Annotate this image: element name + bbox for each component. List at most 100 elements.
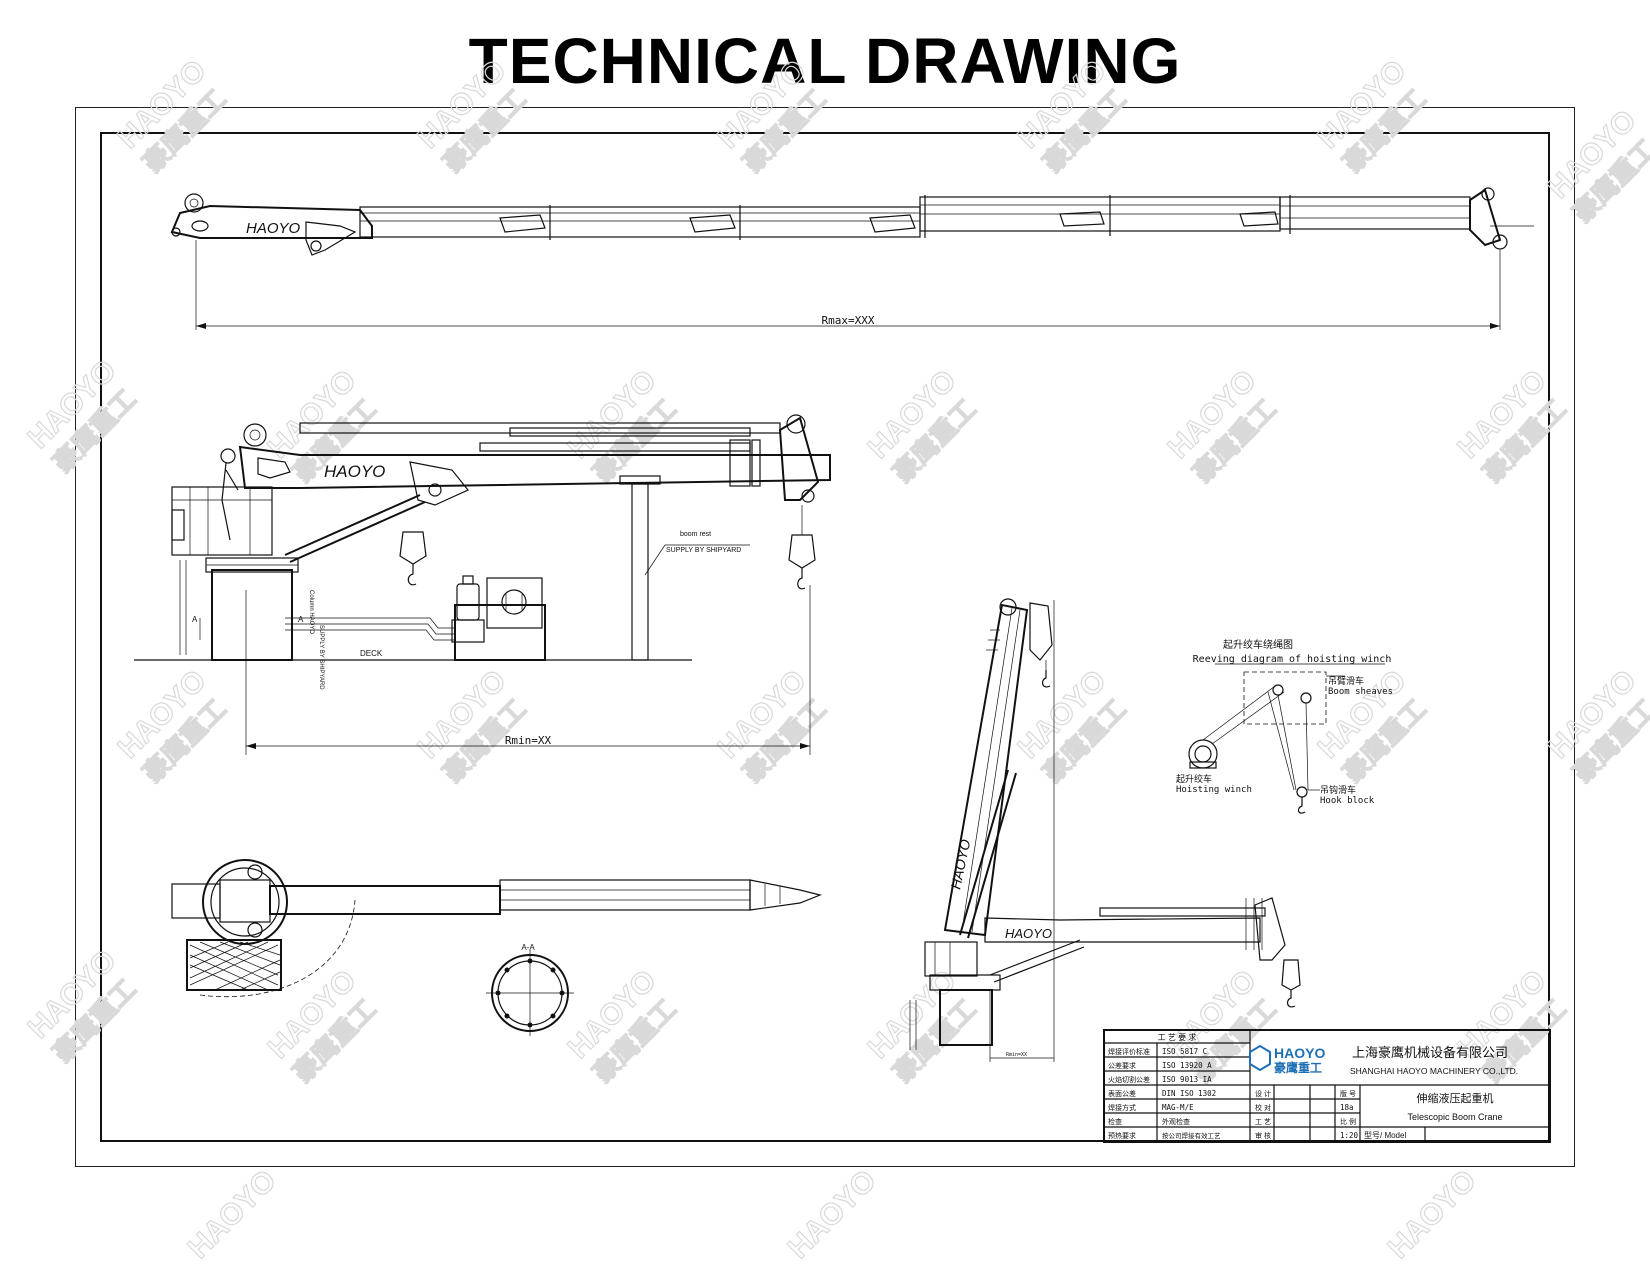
tb-row-value: 按公司焊接有效工艺 (1162, 1131, 1221, 1140)
reeving-title-en: Reeving diagram of hoisting winch (1193, 654, 1392, 665)
rmin-label: Rmin=XX (505, 734, 552, 747)
section-label: A-A (521, 943, 535, 952)
deck-label: DECK (360, 649, 383, 658)
requirements-header: 工 艺 要 求 (1158, 1032, 1197, 1042)
tb-row-label: 预热要求 (1108, 1131, 1136, 1140)
stowed-boom-outline (984, 917, 1261, 943)
pedestal-column (211, 569, 293, 661)
section-a-a-view: A-A (486, 943, 574, 1036)
boom-section-2 (359, 206, 921, 238)
watermark-brand: HAOYO (182, 1164, 283, 1265)
tb-meta-label: 版 号 (1340, 1089, 1356, 1098)
boom-brand-label: HAOYO (324, 462, 385, 481)
tb-sign-label: 设 计 (1255, 1089, 1271, 1098)
raised-rmin-label: Rmin=XX (1006, 1052, 1027, 1058)
boom-section-4 (1279, 196, 1471, 230)
tb-row-label: 表面公差 (1108, 1089, 1136, 1098)
hydraulic-pipe (285, 617, 455, 629)
boom-sheaves-box (1243, 671, 1327, 725)
tb-row-label: 公差要求 (1108, 1061, 1136, 1070)
title-block: 工 艺 要 求 焊接评价标准 ISO 5817 C 公差要求 ISO 13920… (1103, 1029, 1551, 1143)
boom-rest-post (631, 483, 649, 661)
operator-figure (220, 448, 236, 464)
section-mark: A (298, 615, 304, 624)
hook-icon (1297, 797, 1306, 814)
boom-brand-label: HAOYO (246, 220, 301, 237)
boom-base-section (170, 204, 373, 239)
outer-frame (75, 107, 1575, 1167)
top-boom-tip (749, 879, 822, 911)
hook-icon (797, 568, 806, 590)
tb-row-label: 焊接方式 (1108, 1103, 1136, 1112)
column-note: SUPPLY BY SHIPYARD (318, 625, 324, 690)
hoisting-winch-cn: 起升绞车 (1176, 773, 1212, 784)
top-boom-base (269, 885, 501, 915)
tb-row-value: ISO 13920 A (1162, 1061, 1212, 1070)
reeving-title-cn: 起升绞车绕绳图 (1223, 638, 1293, 651)
watermark-brand: HAOYO (782, 1164, 883, 1265)
boom-rest-title: boom rest (680, 531, 711, 538)
tb-row-label: 焊接评价标准 (1108, 1047, 1150, 1056)
tb-row-value: 外观检查 (1162, 1117, 1190, 1126)
product-name-en: Telescopic Boom Crane (1407, 1112, 1502, 1122)
winch-drum (184, 193, 204, 213)
electric-motor (456, 583, 480, 621)
title-block-frame (1103, 1029, 1551, 1143)
rmax-label: Rmax=XXX (822, 314, 875, 327)
hook-icon (407, 564, 417, 586)
boom-sheave-icon (1300, 692, 1312, 704)
boom-head (778, 416, 820, 501)
boom-rest-note: SUPPLY BY SHIPYARD (666, 547, 741, 554)
company-name-en: SHANGHAI HAOYO MACHINERY CO.,LTD. (1350, 1066, 1518, 1076)
raised-boom (943, 603, 1029, 937)
logo-en: HAOYO (1274, 1045, 1325, 1061)
tb-row-label: 火焰切割公差 (1108, 1075, 1150, 1084)
boom-head (1254, 897, 1286, 961)
head-sheave (786, 414, 806, 434)
column-note: Column HAOYO (308, 590, 314, 634)
hook-icon (1041, 670, 1051, 688)
luffing-bracket (305, 221, 357, 256)
hook-block-icon (1296, 786, 1308, 798)
boom-sheaves-en: Boom sheaves (1328, 687, 1393, 697)
top-view (171, 859, 822, 998)
model-label: 型号/ Model (1364, 1131, 1406, 1140)
extended-boom-view: HAOYO Rmax=XXX (170, 187, 1534, 330)
hook-block-cn: 吊钩滑车 (1320, 784, 1356, 795)
tb-row-value: MAG-M/E (1162, 1103, 1194, 1112)
main-boom (238, 445, 831, 489)
luffing-cylinder (284, 494, 421, 556)
product-name-cn: 伸缩液压起重机 (1417, 1091, 1494, 1105)
operator-cabin (186, 939, 282, 991)
tb-meta-value: 18a (1340, 1103, 1354, 1112)
tb-meta-label: 比 例 (1340, 1117, 1356, 1126)
slew-radius-arc (199, 899, 356, 998)
luffing-bracket (409, 461, 469, 506)
winch-drum (243, 423, 267, 447)
page-title: TECHNICAL DRAWING (468, 25, 1182, 97)
operator-platform (924, 941, 978, 977)
tb-meta-value: 1:20 (1340, 1131, 1359, 1140)
top-boom-sections (499, 879, 751, 911)
drawing-border (100, 132, 1550, 1142)
side-stowed-view: DECK HAOYO (134, 414, 831, 755)
tb-row-value: DIN ISO 1302 (1162, 1089, 1216, 1098)
power-pack-frame (454, 604, 546, 661)
slewing-bearing (202, 859, 288, 945)
watermark-brand: HAOYO (1382, 1164, 1483, 1265)
hook-block-en: Hook block (1320, 796, 1375, 806)
logo-cn: 豪鹰重工 (1274, 1060, 1322, 1075)
tb-sign-label: 校 对 (1255, 1103, 1271, 1112)
hoisting-winch-icon (1188, 739, 1218, 769)
oil-tank (486, 577, 543, 629)
tb-row-value: ISO 5817 C (1162, 1047, 1207, 1056)
hook-block-spare (399, 531, 427, 565)
raised-boom-view: HAOYO HAOYO Rmin=XX (909, 598, 1301, 1062)
tb-sign-label: 工 艺 (1255, 1118, 1271, 1126)
head-sheave (999, 598, 1017, 616)
hook-icon (1286, 990, 1296, 1008)
luffing-cylinder (959, 769, 1009, 936)
reeving-diagram: 起升绞车绕绳图 Reeving diagram of hoisting winc… (1176, 638, 1393, 814)
section-mark: A (192, 615, 198, 624)
